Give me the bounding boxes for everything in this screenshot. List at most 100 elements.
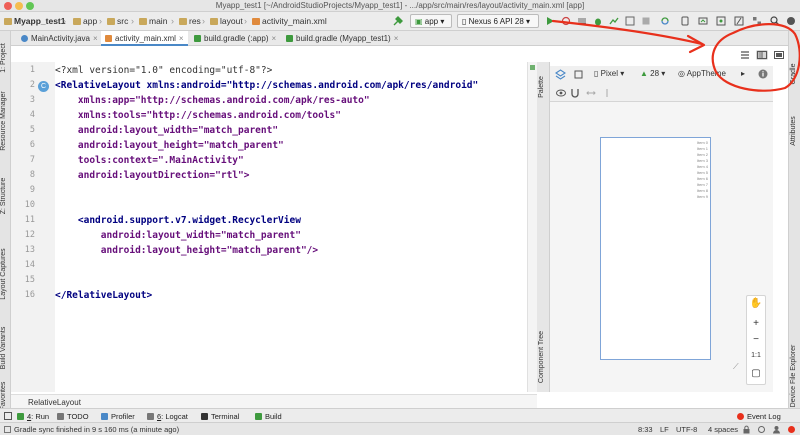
element-path[interactable]: RelativeLayout: [28, 398, 81, 407]
run-icon[interactable]: [545, 16, 555, 26]
theme-select[interactable]: ◎ AppTheme: [678, 69, 726, 78]
close-tab-icon[interactable]: ×: [271, 34, 277, 43]
profile-icon[interactable]: [609, 16, 619, 26]
tab-mainactivity[interactable]: MainActivity.java×: [17, 31, 102, 46]
todo-tool-button[interactable]: TODO: [57, 412, 89, 421]
indent-setting[interactable]: 4 spaces: [708, 425, 739, 434]
line-number: 11: [24, 215, 35, 225]
breadcrumb-layout[interactable]: layout: [210, 16, 243, 26]
palette-tool-tab[interactable]: Palette: [538, 76, 545, 98]
logcat-tool-button[interactable]: 6: Logcat: [147, 412, 188, 421]
chevron-right-icon: ›: [131, 16, 134, 26]
layers-icon[interactable]: [555, 69, 566, 80]
inspection-ok-icon[interactable]: [530, 65, 535, 70]
list-item: Item 1: [696, 146, 708, 151]
design-view-icon[interactable]: [773, 50, 785, 60]
profiler-tool-button[interactable]: Profiler: [101, 412, 135, 421]
phone-preview[interactable]: Item 0 Item 1 Item 2 Item 3 Item 4 Item …: [600, 137, 711, 360]
breadcrumb-file[interactable]: activity_main.xml: [252, 16, 327, 26]
sync-gradle-icon[interactable]: [660, 16, 670, 26]
terminal-tool-button[interactable]: Terminal: [201, 412, 239, 421]
build-tool-button[interactable]: Build: [255, 412, 282, 421]
breadcrumb-res[interactable]: res: [179, 16, 201, 26]
tab-build-gradle-app[interactable]: build.gradle (:app)×: [190, 31, 280, 46]
list-item: Item 8: [696, 188, 708, 193]
status-message[interactable]: Gradle sync finished in 9 s 160 ms (a mi…: [14, 425, 180, 434]
event-log-button[interactable]: Event Log: [737, 412, 781, 421]
magnet-icon[interactable]: [570, 88, 580, 98]
caret-position[interactable]: 8:33: [638, 425, 653, 434]
avd-manager-icon[interactable]: [680, 16, 690, 26]
android-icon: ▲: [640, 69, 651, 78]
folder-icon: [139, 18, 147, 25]
line-separator[interactable]: LF: [660, 425, 669, 434]
orientation-icon[interactable]: [573, 69, 584, 80]
zoom-out-button[interactable]: −: [753, 334, 759, 345]
terminal-icon: [201, 413, 208, 420]
vertical-arrows-icon[interactable]: [602, 88, 612, 98]
attach-debugger-icon[interactable]: [625, 16, 635, 26]
code-line-8: android:layoutDirection="rtl">: [55, 170, 250, 181]
apply-code-icon[interactable]: [577, 16, 587, 26]
info-icon[interactable]: [758, 69, 768, 79]
breadcrumb-project[interactable]: Myapp_test1: [4, 16, 66, 26]
line-number: 1: [29, 65, 35, 75]
device-manager-icon[interactable]: [716, 16, 726, 26]
help-icon[interactable]: [786, 16, 796, 26]
zoom-to-fit-icon[interactable]: ▢: [751, 368, 761, 379]
tab-activity-main[interactable]: activity_main.xml×: [101, 31, 188, 46]
zoom-actual-size-button[interactable]: 1:1: [751, 352, 761, 359]
locale-select[interactable]: ▸: [741, 69, 746, 78]
code-line-5: android:layout_width="match_parent": [55, 125, 279, 136]
lock-icon[interactable]: [742, 425, 751, 434]
code-line-13: android:layout_height="match_parent"/>: [55, 245, 319, 256]
notifications-icon[interactable]: [787, 425, 796, 434]
tab-build-gradle-project[interactable]: build.gradle (Myapp_test1)×: [282, 31, 402, 46]
window-title: Myapp_test1 [~/AndroidStudioProjects/Mya…: [215, 1, 585, 10]
line-number: 4: [29, 110, 35, 120]
horizontal-arrows-icon[interactable]: [586, 88, 596, 98]
close-tab-icon[interactable]: ×: [178, 34, 184, 43]
project-structure-icon[interactable]: [752, 16, 762, 26]
tool-windows-icon[interactable]: [4, 412, 12, 420]
component-tree-tool-tab[interactable]: Component Tree: [538, 330, 545, 384]
git-icon[interactable]: [757, 425, 766, 434]
structure-tool-tab[interactable]: Z: Structure: [0, 177, 7, 215]
layout-inspector-icon[interactable]: [734, 16, 744, 26]
close-tab-icon[interactable]: ×: [393, 34, 399, 43]
list-item: Item 0: [696, 140, 708, 145]
eye-icon[interactable]: [556, 88, 566, 98]
device-icon: ▯: [462, 17, 469, 26]
stop-icon[interactable]: [641, 16, 651, 26]
apply-changes-icon[interactable]: [561, 16, 571, 26]
hammer-icon[interactable]: [393, 16, 403, 26]
resize-handle-icon[interactable]: ⟋: [733, 362, 739, 371]
run-tool-button[interactable]: 4: Run: [17, 412, 49, 421]
pan-hand-icon[interactable]: ✋: [749, 298, 763, 309]
file-encoding[interactable]: UTF-8: [676, 425, 698, 434]
close-window-icon[interactable]: [4, 2, 12, 10]
device-preview-select[interactable]: ▯ Pixel ▾: [594, 69, 625, 78]
breadcrumb-src[interactable]: src: [107, 16, 128, 26]
minimize-window-icon[interactable]: [15, 2, 23, 10]
sdk-manager-icon[interactable]: [698, 16, 708, 26]
zoom-in-button[interactable]: +: [753, 318, 759, 329]
search-icon[interactable]: [770, 16, 780, 26]
api-level-select[interactable]: ▲ 28 ▾: [640, 69, 666, 78]
zoom-window-icon[interactable]: [26, 2, 34, 10]
attributes-tool-tab[interactable]: Attributes: [790, 116, 797, 146]
breadcrumb-main[interactable]: main: [139, 16, 167, 26]
class-badge-icon[interactable]: C: [38, 81, 49, 92]
debug-icon[interactable]: [593, 16, 603, 26]
status-toggle-icon[interactable]: [4, 426, 11, 433]
breadcrumb-app[interactable]: app: [73, 16, 97, 26]
code-view-icon[interactable]: [739, 50, 751, 60]
device-select[interactable]: ▯ Nexus 6 API 28 ▾: [457, 14, 539, 28]
logcat-icon: [147, 413, 154, 420]
editor-scrollbar[interactable]: [527, 62, 537, 392]
code-editor[interactable]: <?xml version="1.0" encoding="utf-8"?> <…: [55, 62, 525, 392]
inspector-icon[interactable]: [772, 425, 781, 434]
split-view-icon[interactable]: [756, 50, 768, 60]
run-config-select[interactable]: ▣ app ▾: [410, 14, 452, 28]
close-tab-icon[interactable]: ×: [92, 34, 98, 43]
